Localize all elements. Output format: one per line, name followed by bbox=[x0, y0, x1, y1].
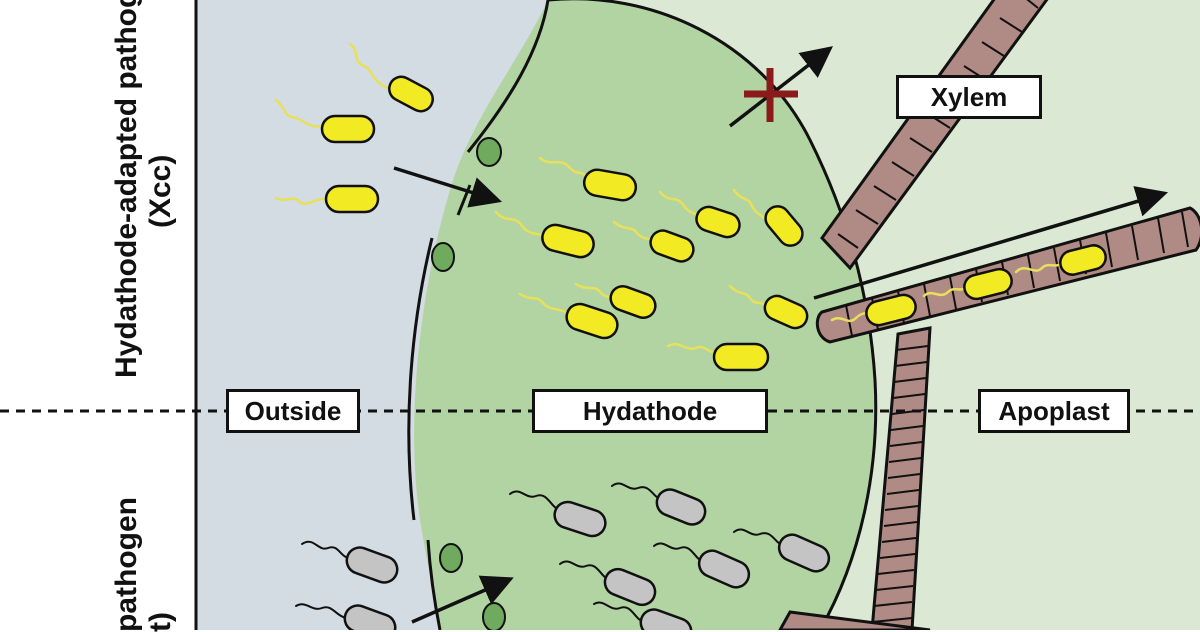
label-margin bbox=[0, 0, 196, 630]
non-adapted-bacterium bbox=[653, 542, 751, 589]
side-label-top-line2: (Xcc) bbox=[144, 154, 177, 228]
side-label-bottom-line2: t) bbox=[144, 612, 177, 632]
adapted-bacteria-group bbox=[274, 42, 1107, 372]
xcc-bacterium bbox=[732, 188, 804, 247]
outside-label: Outside bbox=[226, 389, 360, 433]
non-adapted-bacterium bbox=[593, 601, 693, 630]
xcc-bacterium bbox=[494, 210, 595, 259]
side-label-bottom-line1: pathogen bbox=[110, 497, 143, 632]
xcc-bacterium bbox=[274, 98, 376, 144]
non-adapted-bacteria-group bbox=[295, 482, 831, 630]
xcc-bacterium bbox=[538, 156, 638, 202]
xcc-bacterium bbox=[1014, 244, 1107, 276]
side-label-bottom-sub: t) bbox=[144, 612, 177, 632]
hydathode-label: Hydathode bbox=[532, 389, 768, 433]
blocked-exit-cross-icon bbox=[744, 68, 798, 122]
side-label-bottom: pathogen bbox=[110, 497, 143, 632]
entry-arrow-icon bbox=[393, 166, 503, 208]
non-adapted-bacterium bbox=[301, 540, 399, 584]
non-adapted-bacterium bbox=[295, 603, 397, 630]
apoplast-label: Apoplast bbox=[978, 389, 1130, 433]
xylem-vessel-vertical bbox=[870, 326, 932, 630]
epidermis-middle bbox=[407, 237, 434, 521]
side-label-top-sub: (Xcc) bbox=[144, 154, 177, 228]
xcc-bacterium bbox=[612, 220, 695, 263]
xcc-bacterium bbox=[830, 293, 917, 327]
non-adapted-bacterium bbox=[611, 482, 707, 526]
xcc-bacterium bbox=[666, 342, 770, 372]
xylem-vessel-lower bbox=[778, 610, 931, 630]
blocked-exit-arrow-icon bbox=[728, 46, 833, 128]
xcc-bacterium bbox=[348, 42, 434, 113]
entry-arrow-icon bbox=[411, 575, 514, 624]
outside-region bbox=[196, 0, 548, 630]
epidermis-upper bbox=[466, 0, 550, 153]
side-label-top-line1: Hydathode-adapted pathogen bbox=[110, 0, 143, 378]
xcc-bacterium bbox=[658, 190, 741, 239]
epidermis-lower bbox=[426, 539, 442, 630]
xcc-bacterium bbox=[274, 184, 380, 214]
xcc-bacterium bbox=[574, 282, 657, 320]
side-label-top: Hydathode-adapted pathogen bbox=[110, 0, 143, 378]
xcc-bacterium bbox=[518, 292, 619, 340]
xylem-label: Xylem bbox=[896, 75, 1042, 119]
xylem-spread-arrow-icon bbox=[813, 186, 1169, 300]
pore-cell bbox=[482, 602, 506, 630]
pore-cell bbox=[476, 137, 502, 167]
non-adapted-bacterium bbox=[733, 528, 831, 573]
non-adapted-bacterium bbox=[559, 560, 657, 607]
xcc-bacterium bbox=[922, 267, 1013, 301]
xcc-bacterium bbox=[728, 284, 809, 330]
pore-cell bbox=[431, 242, 455, 272]
pore-cell bbox=[439, 543, 463, 573]
non-adapted-bacterium bbox=[509, 490, 607, 538]
